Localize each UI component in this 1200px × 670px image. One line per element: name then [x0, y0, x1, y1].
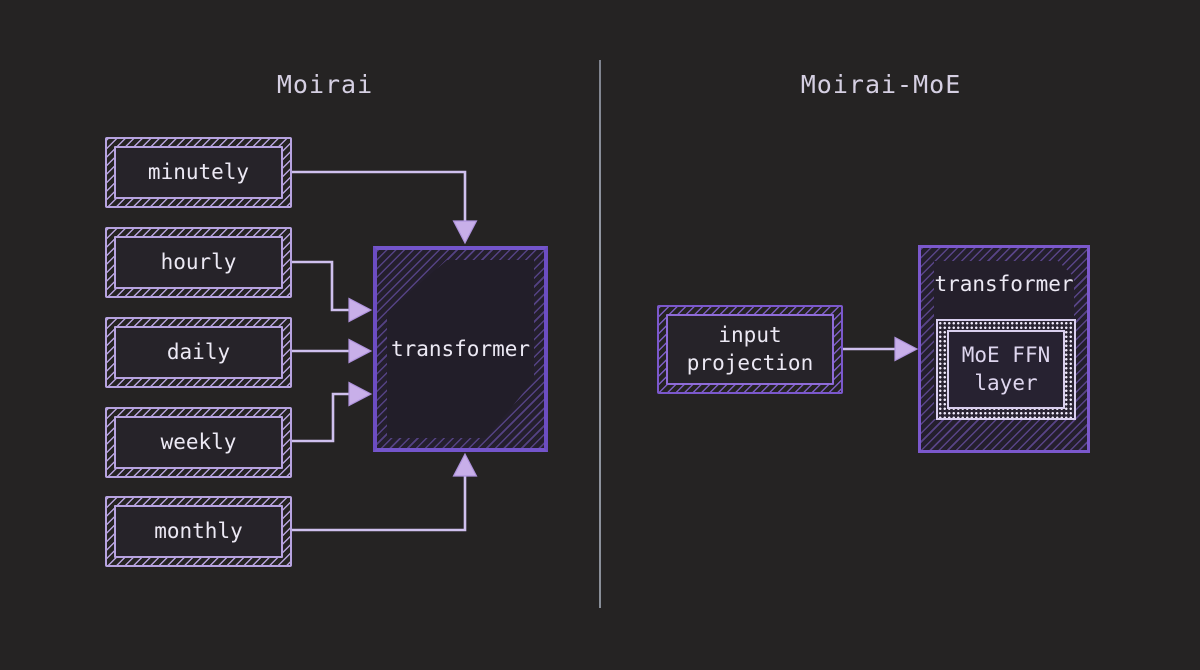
moirai-transformer-box: transformer [373, 246, 548, 452]
moirai-panel-title: Moirai [276, 70, 374, 99]
transformer-label: transformer [390, 337, 531, 361]
input-projection-label: input projection [686, 322, 814, 375]
moirai-moe-panel-title: Moirai-MoE [800, 70, 962, 99]
frequency-box-label: hourly [160, 249, 237, 274]
frequency-box-label: weekly [160, 429, 237, 454]
input-projection-box: input projection [657, 305, 843, 394]
frequency-box-minutely: minutely [105, 137, 292, 208]
arrow-monthly-to-transformer [292, 452, 478, 532]
frequency-box-monthly: monthly [105, 496, 292, 567]
frequency-box-label: daily [166, 339, 231, 364]
moirai-moe-transformer-box: transformer MoE FFN layer [918, 245, 1090, 453]
frequency-box-weekly: weekly [105, 407, 292, 478]
moe-ffn-layer-box: MoE FFN layer [936, 319, 1076, 420]
arrow-daily-to-transformer [292, 338, 373, 364]
arrow-weekly-to-transformer [292, 381, 373, 443]
panel-divider [599, 60, 601, 608]
transformer-label: transformer [934, 272, 1074, 296]
arrow-minutely-to-transformer [292, 170, 478, 245]
frequency-box-label: monthly [154, 518, 243, 543]
frequency-box-daily: daily [105, 317, 292, 388]
arrow-hourly-to-transformer [292, 260, 373, 323]
frequency-box-hourly: hourly [105, 227, 292, 298]
arrow-inputprojection-to-transformer [843, 336, 919, 362]
frequency-box-label: minutely [147, 159, 250, 184]
moe-ffn-layer-label: MoE FFN layer [961, 343, 1051, 395]
